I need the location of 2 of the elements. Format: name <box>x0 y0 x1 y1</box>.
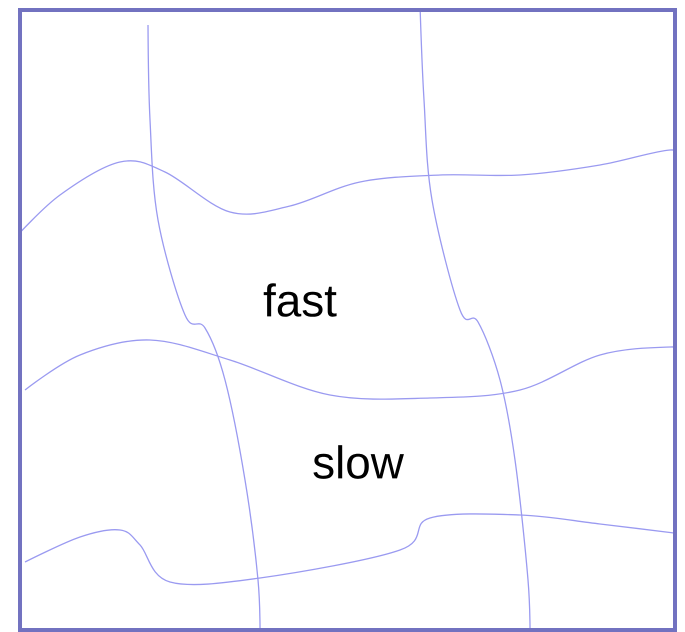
region-label: slow <box>313 445 404 479</box>
region-label: fast <box>264 283 337 317</box>
